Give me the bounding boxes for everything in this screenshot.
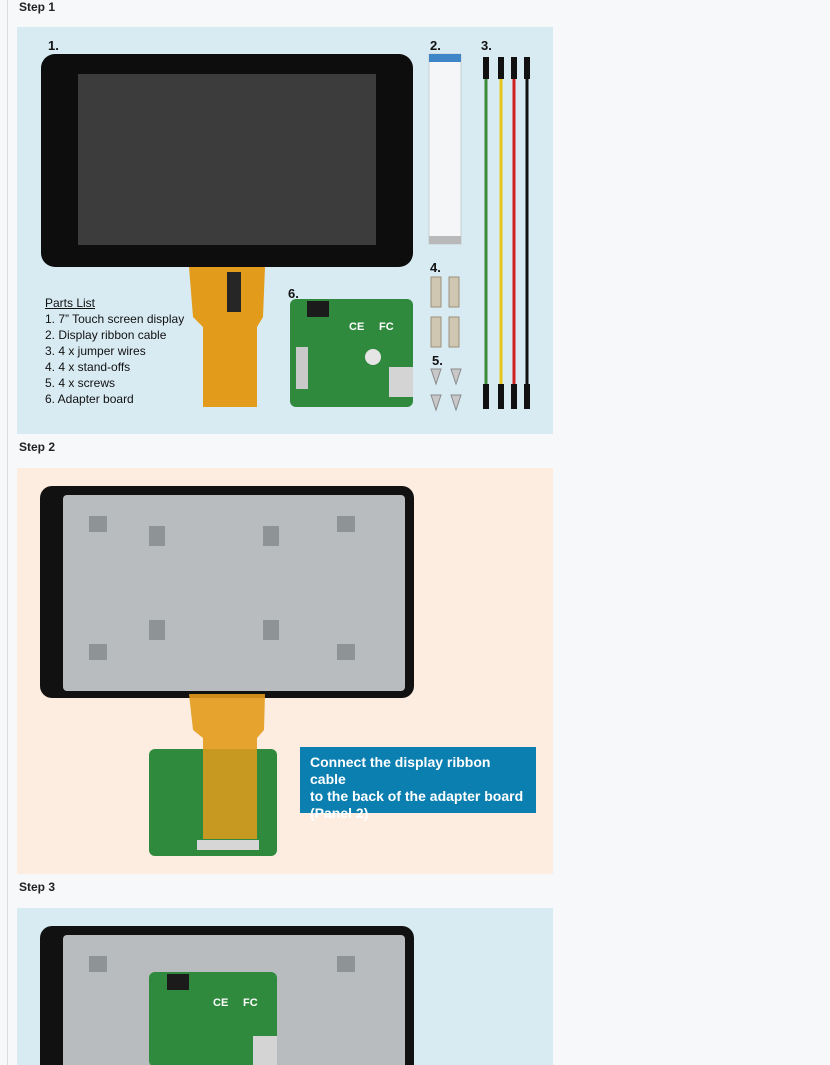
part-number-1: 1.	[48, 38, 59, 53]
step-1-panel: CE FC 1. 2. 3. 4. 5. 6. Parts List 1. 7”…	[17, 27, 553, 434]
step-3-panel: CE FC	[17, 908, 553, 1065]
step-1-label: Step 1	[19, 0, 56, 14]
step-2-label: Step 2	[19, 440, 56, 454]
fc-mark: FC	[243, 997, 258, 1009]
parts-list-item: 4. 4 x stand-offs	[45, 360, 131, 374]
part-number-4: 4.	[430, 260, 441, 275]
left-divider	[7, 0, 8, 1065]
part-number-2: 2.	[430, 38, 441, 53]
mounting-clips	[89, 516, 355, 660]
adapter-board-mounted	[149, 972, 277, 1065]
ce-mark: CE	[213, 997, 228, 1009]
step-1-illustration: CE FC	[41, 53, 530, 412]
display-ribbon-flex	[189, 267, 265, 407]
step-2-illustration	[40, 486, 414, 856]
parts-list-item: 6. Adapter board	[45, 392, 134, 406]
parts-list-item: 1. 7” Touch screen display	[45, 312, 185, 326]
jumper-wires	[483, 57, 530, 409]
parts-list: Parts List 1. 7” Touch screen display 2.…	[45, 295, 184, 407]
adapter-board	[290, 299, 413, 407]
display-ribbon-cable	[428, 53, 462, 245]
display-back-plate	[63, 495, 405, 691]
connect-ribbon-callout: Connect the display ribbon cable to the …	[300, 747, 536, 821]
parts-list-heading: Parts List	[45, 296, 96, 310]
parts-list-item: 3. 4 x jumper wires	[45, 344, 146, 358]
part-number-6: 6.	[288, 286, 299, 301]
screws	[430, 368, 462, 412]
fc-mark: FC	[379, 321, 394, 333]
parts-list-item: 5. 4 x screws	[45, 376, 116, 390]
step-2-panel: Connect the display ribbon cable to the …	[17, 468, 553, 874]
parts-list-item: 2. Display ribbon cable	[45, 328, 167, 342]
ribbon-chip	[227, 272, 241, 312]
step-3-label: Step 3	[19, 880, 56, 894]
stand-offs	[430, 276, 460, 348]
step-3-illustration: CE FC	[40, 926, 414, 1065]
touch-screen-glass	[78, 74, 376, 245]
part-number-3: 3.	[481, 38, 492, 53]
ce-mark: CE	[349, 321, 364, 333]
part-number-5: 5.	[432, 353, 443, 368]
